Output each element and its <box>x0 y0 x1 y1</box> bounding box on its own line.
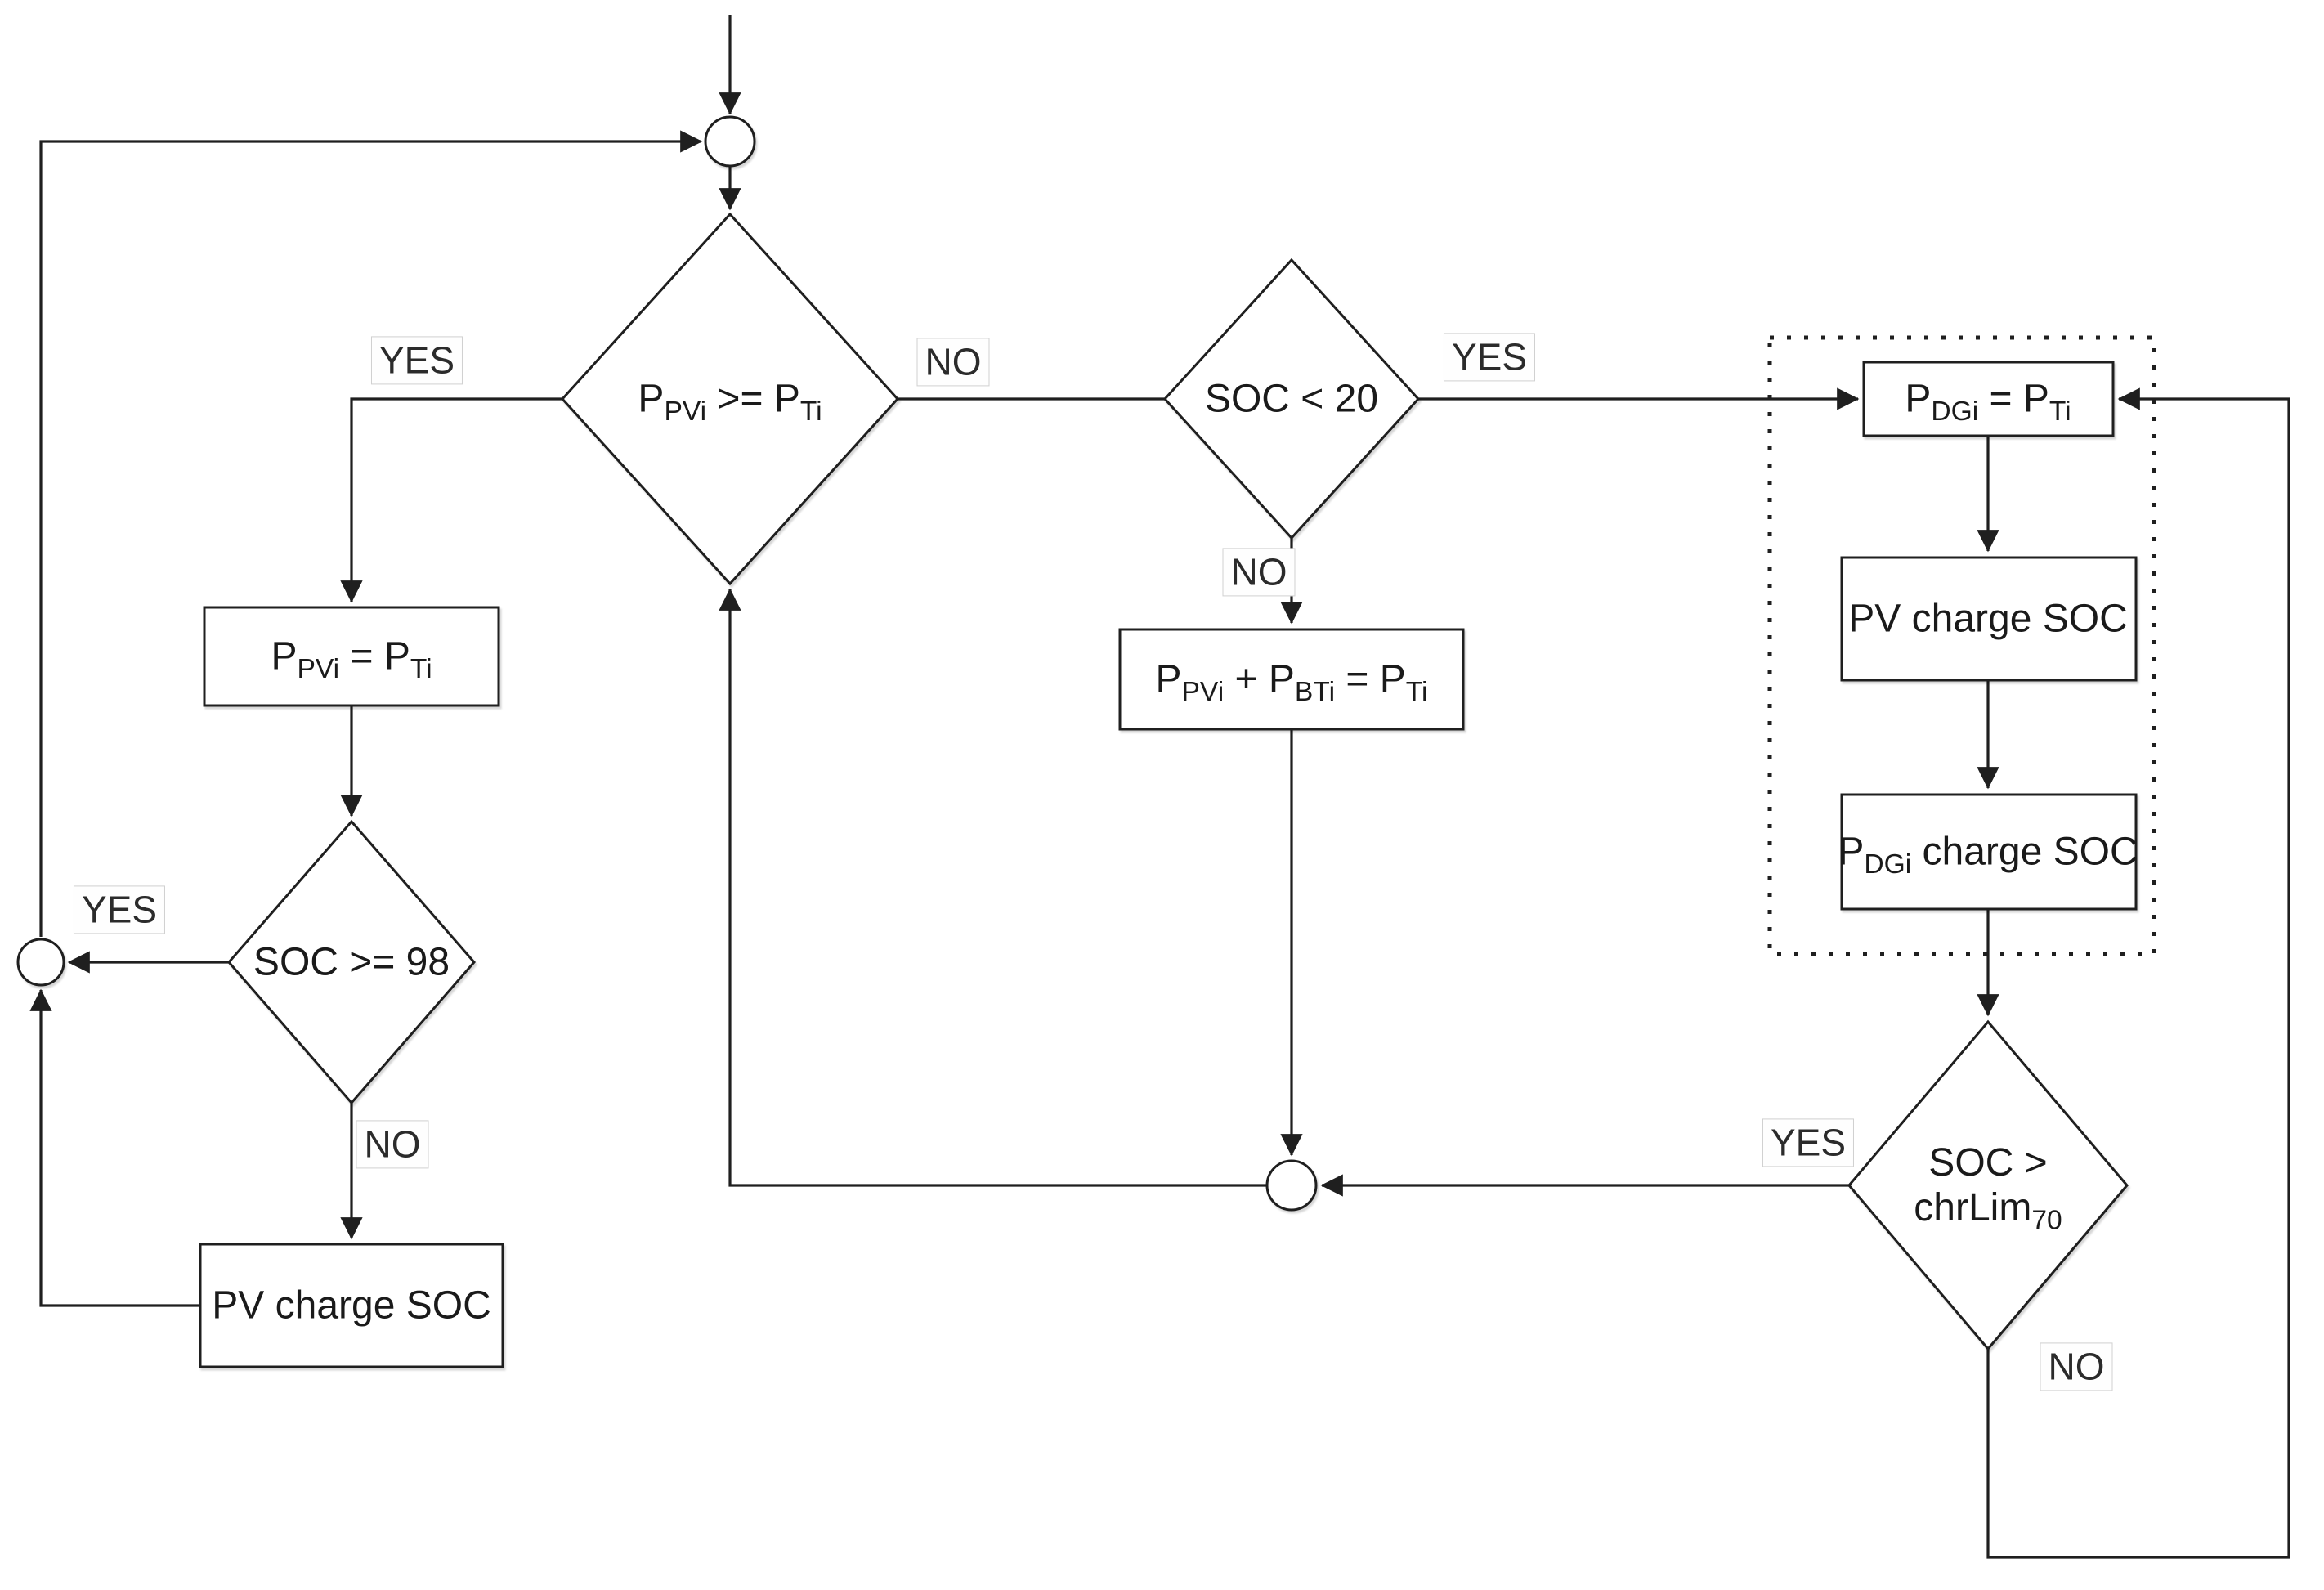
label-decision-soc-gt-chrlim70: SOC >chrLim70 <box>1914 1140 2062 1236</box>
edges-layer <box>29 15 2290 1559</box>
process-pdgi-charge-soc-box <box>1840 793 2138 911</box>
label-process-pdgi-eq-pti: PDGi = PTi <box>1905 377 2071 427</box>
branch-label-decision4-yes: YES <box>1762 1118 1855 1167</box>
decision-soc-gt-chrlim70-diamond <box>1847 1019 2129 1351</box>
decision-ppvi-ge-pti-diamond <box>560 212 900 586</box>
process-pv-charge-soc-right-box <box>1840 556 2138 682</box>
junction-left-circle <box>16 938 65 987</box>
edge-box-left-loop <box>29 988 200 1307</box>
decision-soc-ge-98-diamond <box>227 819 476 1105</box>
label-process-pdgi-charge-soc: PDGi charge SOC <box>1838 830 2138 880</box>
branch-label-decision3-no: NO <box>1222 548 1296 597</box>
process-ppvi-plus-pbti-box <box>1118 628 1465 731</box>
edge-decision4-no-feedback <box>1986 387 2290 1559</box>
label-decision-soc-ge-98: SOC >= 98 <box>253 940 450 984</box>
label-process-pv-charge-soc-right: PV charge SOC <box>1848 597 2128 641</box>
label-decision-soc-lt-20: SOC < 20 <box>1204 377 1379 421</box>
process-ppvi-eq-pti-box <box>203 606 500 707</box>
label-process-ppvi-eq-pti: PPVi = PTi <box>271 634 432 684</box>
label-decision-ppvi-ge-pti: PPVi >= PTi <box>638 377 822 427</box>
branch-label-decision3-yes: YES <box>1443 333 1536 382</box>
branch-label-decision4-no: NO <box>2040 1342 2113 1391</box>
dg-group-dotted-container <box>1767 335 2156 956</box>
branch-label-decision1-no: NO <box>916 338 990 387</box>
junction-top-circle <box>704 115 756 168</box>
decision-soc-lt-20-diamond <box>1162 258 1421 540</box>
branch-label-decision2-no: NO <box>356 1120 429 1169</box>
label-process-pv-charge-soc-left: PV charge SOC <box>212 1283 491 1328</box>
process-pv-charge-soc-left-box <box>199 1243 504 1368</box>
edge-bottom-junction-to-decision1 <box>719 588 1267 1187</box>
junction-bottom-circle <box>1265 1159 1318 1212</box>
shapes-layer <box>16 115 2138 1368</box>
branch-label-decision1-yes: YES <box>370 336 463 385</box>
label-process-ppvi-plus-pbti: PPVi + PBTi = PTi <box>1155 657 1428 707</box>
branch-label-decision2-yes: YES <box>73 885 166 934</box>
process-pdgi-eq-pti-box <box>1862 361 2115 437</box>
edge-left-junction-to-top-junction <box>39 130 703 937</box>
edge-decision1-yes <box>340 397 562 603</box>
